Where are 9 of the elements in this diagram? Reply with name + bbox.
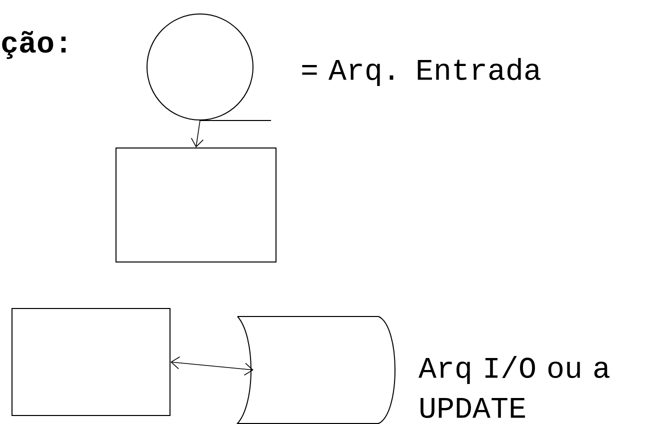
process-box	[12, 308, 170, 416]
heading-text: ção:	[2, 31, 66, 59]
node-caption: Arq I/O ou a UPDATE	[418, 356, 610, 418]
node-caption: = Arq. Entrada	[302, 58, 540, 86]
arrow	[190, 120, 204, 148]
circle-symbol	[146, 14, 272, 121]
process-box	[116, 148, 276, 262]
storage-symbol	[237, 316, 396, 424]
arrow	[170, 356, 254, 376]
